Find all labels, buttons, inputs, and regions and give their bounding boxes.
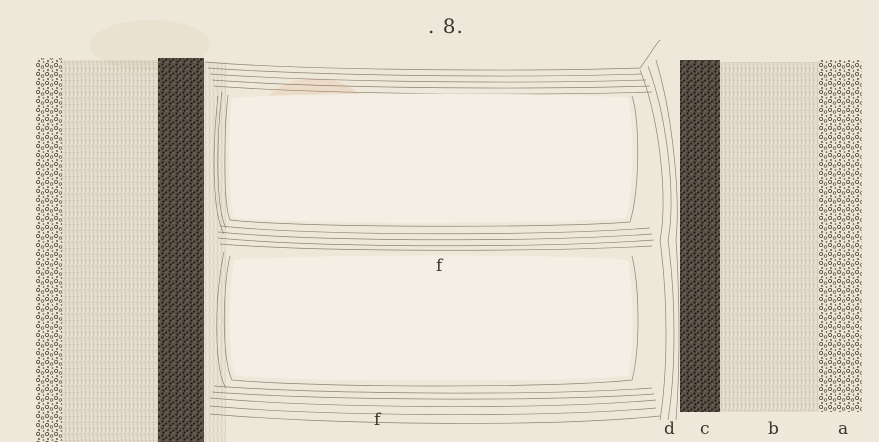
layer-dense-left [158,58,204,442]
label-a: a [838,421,848,438]
layer-fibrous-left [204,62,226,442]
layer-outer-right [818,60,862,412]
label-f-bottom-septum: f [374,412,380,429]
label-b: b [768,421,779,438]
label-f-middle-septum: f [436,258,442,275]
layer-striated-right-cross [720,62,818,412]
layer-striated-left-cross [62,60,158,442]
figure-number: . 8. [428,16,464,36]
layer-dense-right [680,60,720,412]
layer-outer-left [36,58,62,442]
cavity-lower [230,256,633,381]
label-d: d [664,421,675,438]
cavity-upper [229,94,632,223]
label-c: c [700,421,710,438]
